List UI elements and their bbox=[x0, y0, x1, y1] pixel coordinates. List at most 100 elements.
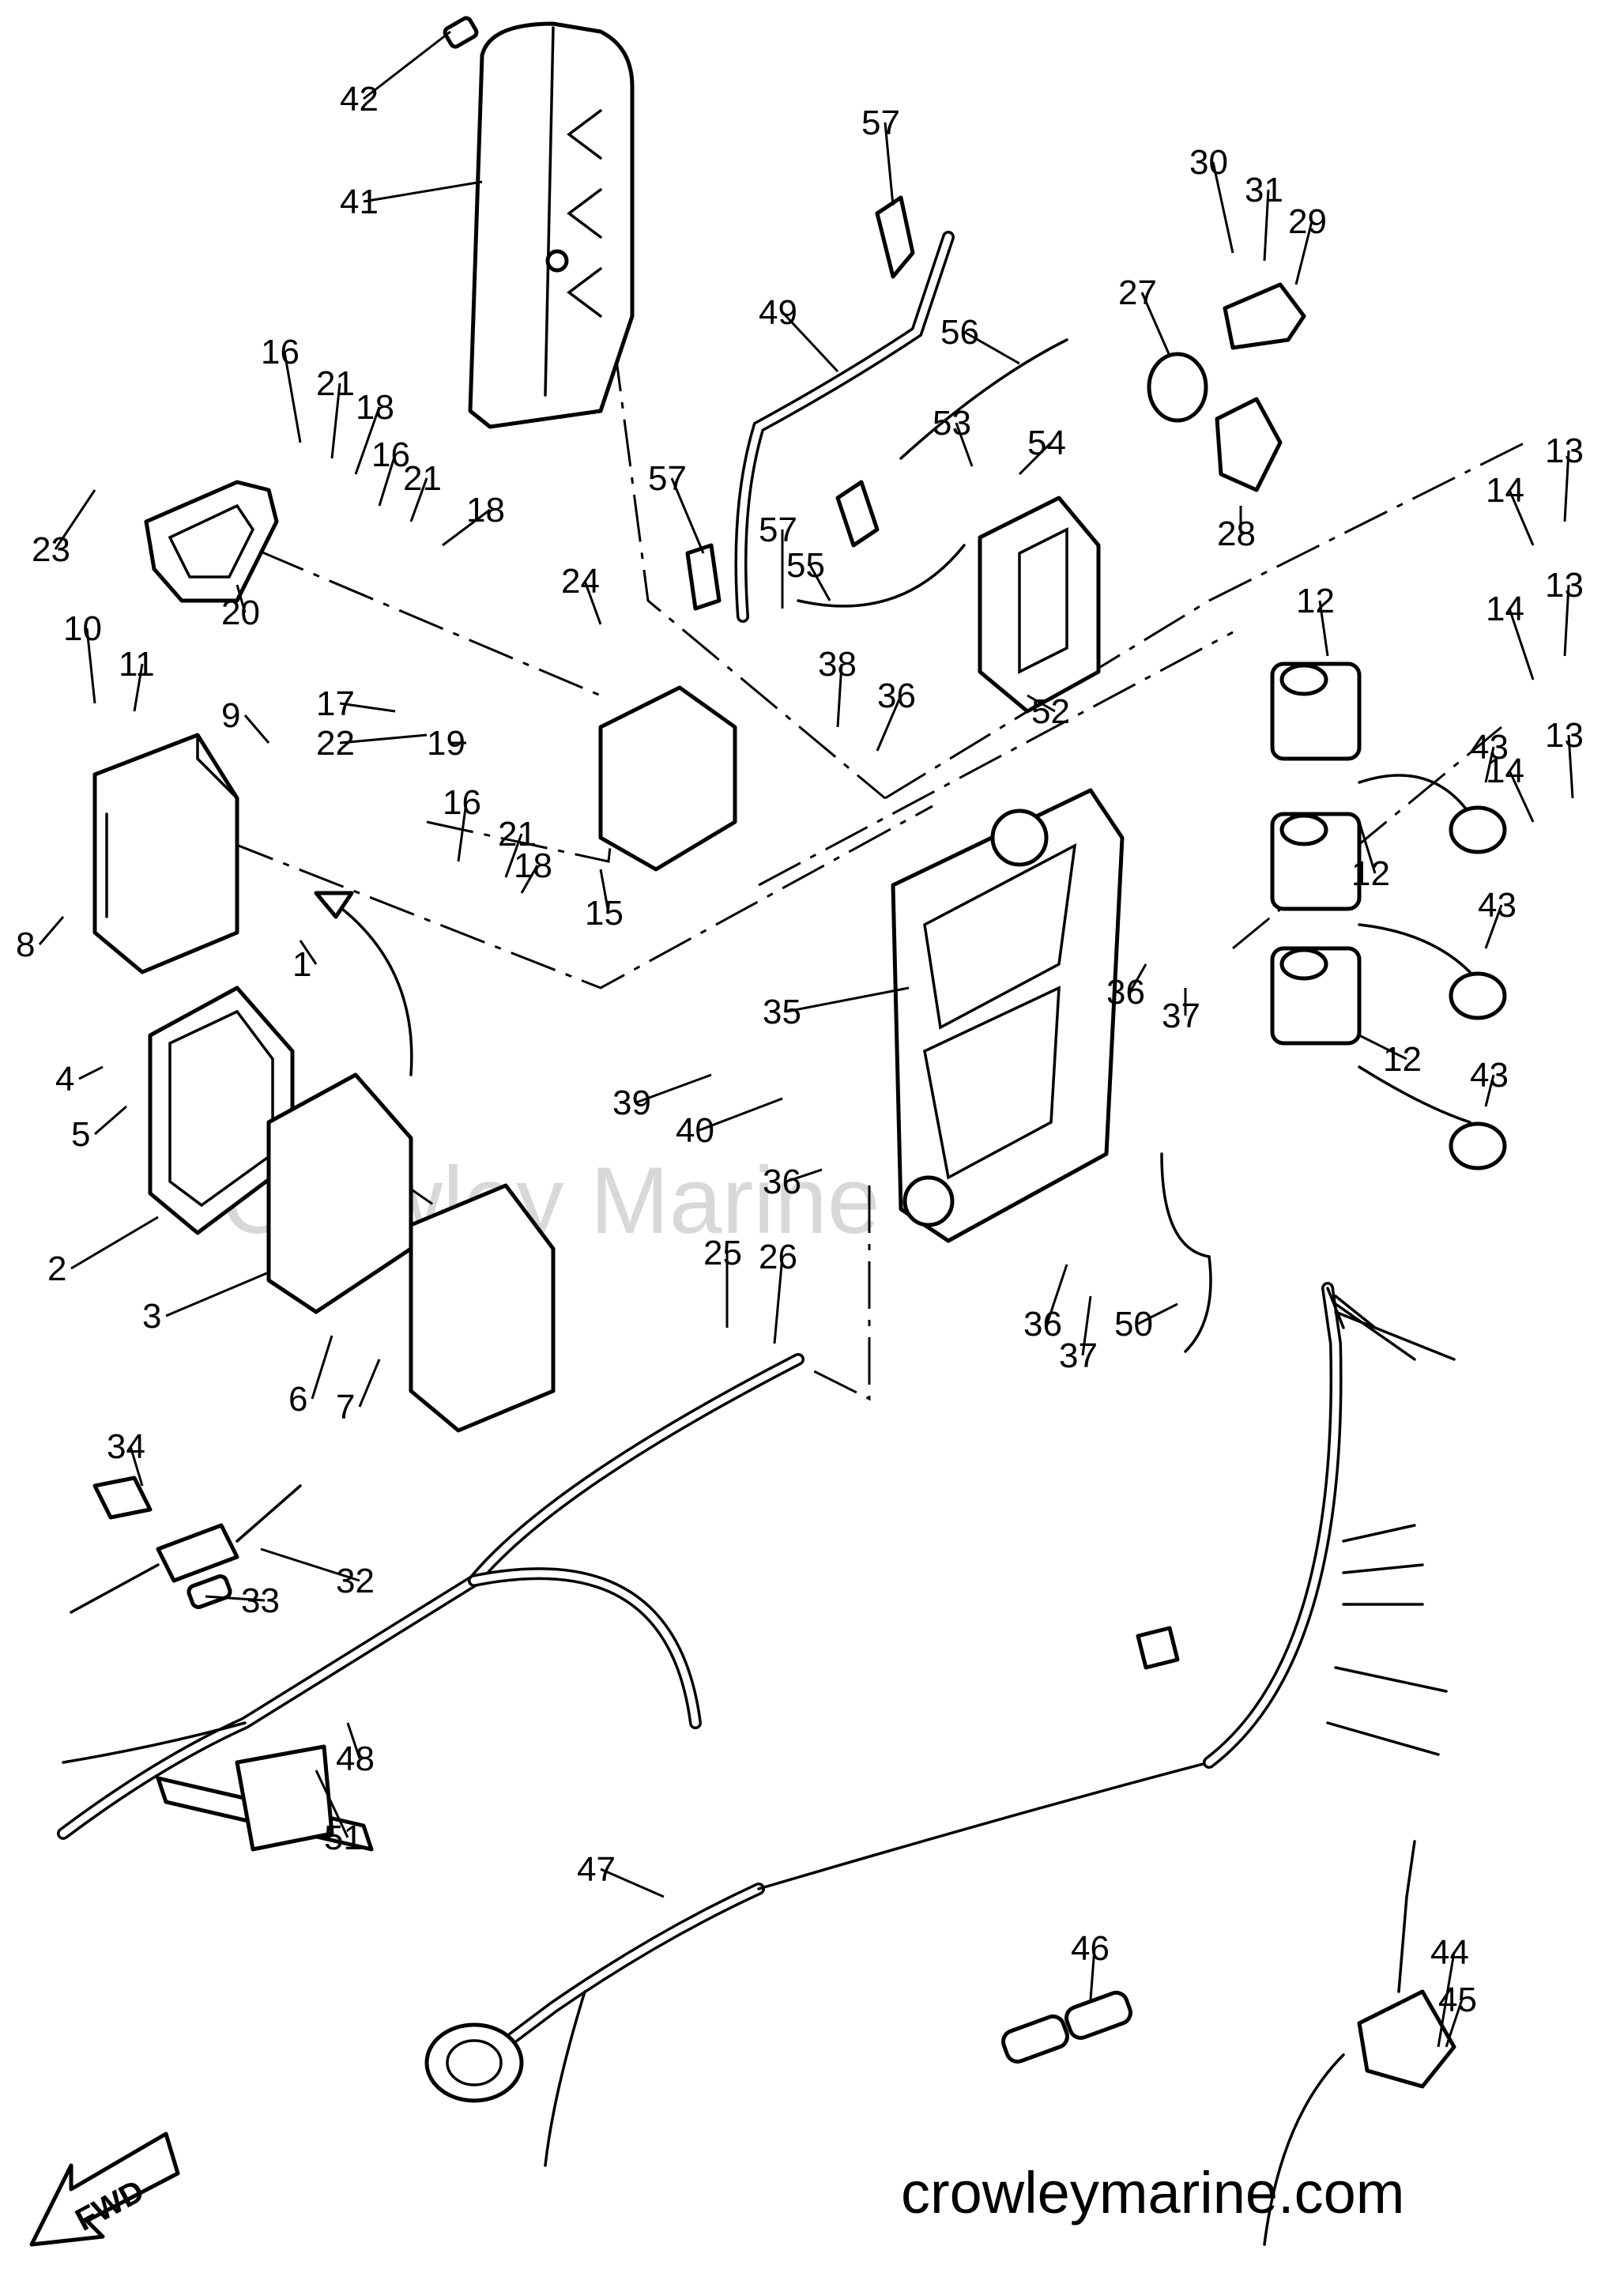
callout-leader bbox=[1358, 1034, 1407, 1061]
switch-lead-44 bbox=[1397, 1840, 1416, 1993]
callout-leader bbox=[520, 865, 539, 894]
callout-number: 55 bbox=[786, 546, 825, 585]
callout-leader bbox=[963, 330, 1020, 365]
ref-line-rectifier bbox=[758, 631, 1234, 887]
cover-cap-20 bbox=[144, 480, 279, 603]
callout-leader bbox=[243, 714, 270, 744]
rectifier-15 bbox=[598, 685, 737, 872]
callout-number: 52 bbox=[1031, 692, 1070, 731]
callout-number: 13 bbox=[1545, 716, 1584, 755]
ref-line-coil bbox=[1232, 726, 1502, 950]
callout-number: 19 bbox=[427, 724, 465, 763]
callout-leader bbox=[283, 351, 302, 443]
callout-number: 43 bbox=[1470, 728, 1509, 767]
callout-leader bbox=[1211, 161, 1234, 254]
callout-number: 3 bbox=[142, 1297, 161, 1336]
callout-number: 36 bbox=[763, 1163, 801, 1201]
callout-leader bbox=[670, 477, 705, 554]
callout-leader bbox=[600, 1868, 665, 1898]
callout-leader bbox=[129, 1445, 144, 1487]
callout-leader bbox=[1263, 189, 1270, 262]
callout-leader bbox=[235, 584, 247, 613]
footer-url: crowleymarine.com bbox=[901, 2160, 1404, 2226]
assembly-arrow bbox=[330, 899, 413, 1076]
callout-leader bbox=[699, 1097, 783, 1132]
callout-leader bbox=[504, 833, 523, 878]
callout-number: 33 bbox=[241, 1581, 280, 1620]
callout-leader bbox=[583, 580, 602, 625]
control-module-52 bbox=[978, 496, 1101, 714]
callout-leader bbox=[1018, 441, 1053, 476]
callout-number: 44 bbox=[1430, 1933, 1469, 1972]
callout-number: 12 bbox=[1383, 1040, 1422, 1079]
callout-leader bbox=[133, 663, 144, 712]
cap-57-mid bbox=[835, 480, 880, 548]
callout-leader bbox=[363, 180, 483, 203]
callout-number: 45 bbox=[1438, 1981, 1477, 2019]
callout-number: 7 bbox=[336, 1388, 355, 1427]
callout-number: 57 bbox=[759, 511, 797, 549]
callout-leader bbox=[1046, 1264, 1068, 1325]
main-harness-47 bbox=[424, 1761, 1211, 2167]
lead-56 bbox=[899, 338, 1068, 460]
rubber-boot-28 bbox=[1215, 397, 1283, 492]
cdi-unit-1 bbox=[92, 733, 239, 974]
callout-number: 28 bbox=[1217, 514, 1256, 553]
callout-number: 30 bbox=[1189, 143, 1228, 182]
callout-number: 1 bbox=[292, 945, 311, 984]
callout-number: 26 bbox=[759, 1238, 797, 1276]
callout-leader bbox=[260, 1547, 360, 1582]
bolt-42 bbox=[443, 16, 479, 49]
callout-leader bbox=[311, 1335, 333, 1400]
callout-leader bbox=[1140, 292, 1171, 356]
callout-leader bbox=[1027, 694, 1056, 713]
callout-number: 20 bbox=[221, 594, 260, 632]
sleeve-33 bbox=[187, 1574, 232, 1609]
callout-number: 50 bbox=[1114, 1305, 1153, 1344]
callout-number: 43 bbox=[1478, 886, 1517, 925]
cap-57-left bbox=[685, 543, 722, 611]
callout-leader bbox=[635, 1073, 712, 1104]
callout-leader bbox=[78, 1065, 104, 1080]
callout-leader bbox=[1508, 770, 1535, 823]
callout-number: 37 bbox=[1059, 1336, 1098, 1375]
callout-number: 12 bbox=[1296, 582, 1335, 620]
callout-number: 4 bbox=[55, 1060, 74, 1099]
callout-leader bbox=[1081, 1295, 1092, 1356]
cdi-unit-lower bbox=[409, 1183, 556, 1433]
callout-number: 39 bbox=[612, 1084, 651, 1122]
callout-leader bbox=[339, 702, 396, 713]
callout-number: 5 bbox=[71, 1115, 90, 1154]
callout-leader bbox=[876, 695, 902, 752]
callout-leader bbox=[346, 1722, 361, 1759]
callout-number: 14 bbox=[1486, 471, 1524, 510]
callout-number: 35 bbox=[763, 993, 801, 1031]
callout-number: 56 bbox=[940, 313, 979, 352]
callout-number: 21 bbox=[498, 815, 537, 854]
callout-leader bbox=[599, 869, 610, 914]
holder-34 bbox=[92, 1476, 153, 1520]
callout-leader bbox=[836, 663, 843, 728]
callout-number: 16 bbox=[443, 783, 481, 822]
callout-leader bbox=[1484, 1074, 1495, 1107]
callout-leader bbox=[165, 1271, 269, 1317]
callout-leader bbox=[1294, 220, 1313, 285]
callout-number: 22 bbox=[316, 724, 355, 763]
callout-number: 46 bbox=[1071, 1929, 1110, 1968]
callout-number: 6 bbox=[288, 1380, 307, 1419]
callout-leader bbox=[786, 1168, 823, 1183]
callout-number: 11 bbox=[119, 645, 155, 684]
callout-leader bbox=[955, 422, 974, 467]
callout-leader bbox=[1437, 1951, 1456, 2048]
callout-number: 42 bbox=[340, 80, 379, 119]
callout-number: 36 bbox=[1106, 973, 1145, 1012]
callout-number: 21 bbox=[403, 459, 442, 498]
plate-3 bbox=[266, 1072, 413, 1314]
callout-leader bbox=[442, 508, 491, 547]
electrical-cover bbox=[468, 21, 635, 429]
callout-leader bbox=[457, 801, 468, 862]
callout-leader bbox=[1563, 450, 1570, 522]
callout-number: 18 bbox=[514, 846, 552, 885]
callout-leader bbox=[409, 477, 428, 522]
